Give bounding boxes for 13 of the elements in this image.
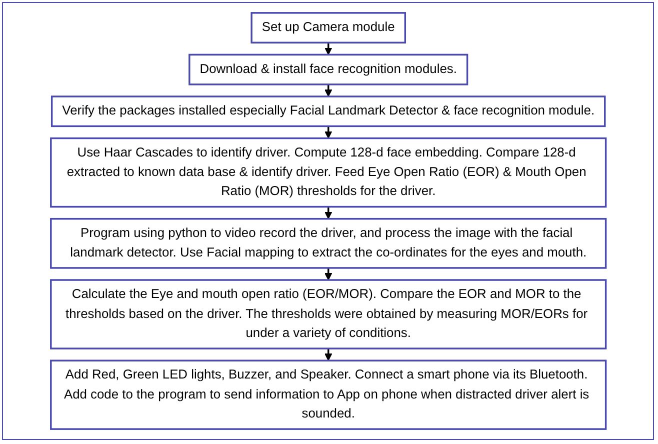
arrow xyxy=(324,84,332,97)
node-box: Use Haar Cascades to identify driver. Compute 128-d face embedding. Compare 128-d extracted to known data base & identify driver. Feed Eye Open Ratio (EOR) & Mouth Open Ratio (MOR) thresholds for the driver. xyxy=(50,137,606,208)
arrow xyxy=(324,348,332,361)
node-box: Set up Camera module xyxy=(250,12,406,44)
node-box: Verify the packages installed especially Facial Landmark Detector & face recognition module. xyxy=(50,96,606,128)
arrow xyxy=(324,206,332,220)
arrow xyxy=(324,42,332,56)
node-box: Download & install face recognition modules. xyxy=(188,54,468,86)
arrow xyxy=(324,268,332,280)
node-box: Calculate the Eye and mouth open ratio (EOR/MOR). Compare the EOR and MOR to the thresholds based on the driver. The thresholds were obtained by measuring MOR/EORs for under a variety of conditions. xyxy=(50,279,606,350)
arrow xyxy=(324,126,332,139)
node-box: Program using python to video record the driver, and process the image with the facial landmark detector. Use Facial mapping to extract the co-ordinates for the eyes and mouth. xyxy=(50,218,606,269)
node-box: Add Red, Green LED lights, Buzzer, and Speaker. Connect a smart phone via its Bluetooth. Add code to the program to send information to App on phone when distracted driver alert is sounded. xyxy=(50,360,606,430)
